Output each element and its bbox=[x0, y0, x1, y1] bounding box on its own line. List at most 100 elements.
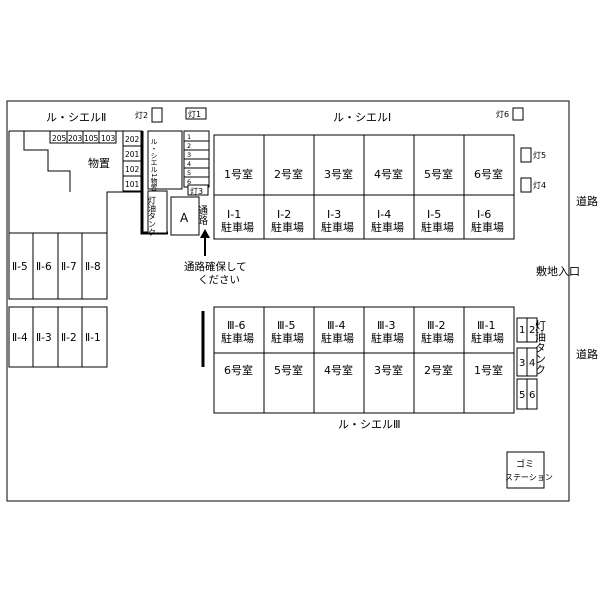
room-label: 1号室 bbox=[474, 363, 503, 377]
room-cell bbox=[263, 352, 315, 414]
room-label: 1号室 bbox=[224, 167, 253, 181]
parking-slot-a bbox=[170, 196, 200, 236]
parking-row-1: Ⅰ-1 Ⅰ-2 Ⅰ-3 Ⅰ-4 Ⅰ-5 Ⅰ-6 駐車場 駐車場 駐車場 駐車場 … bbox=[213, 194, 515, 240]
light-3-marker bbox=[187, 184, 209, 196]
passage-note-line-2: ください bbox=[198, 274, 240, 286]
light-6-marker bbox=[512, 107, 524, 121]
room-label: 6号室 bbox=[224, 363, 253, 377]
parking-id: Ⅲ-4 bbox=[327, 319, 346, 332]
parking-id: Ⅲ-5 bbox=[277, 319, 296, 332]
parking-id: Ⅱ-3 bbox=[36, 332, 52, 344]
slot-number: 2 bbox=[187, 142, 191, 150]
parking-row-2-lower: Ⅱ-4 Ⅱ-3 Ⅱ-2 Ⅱ-1 bbox=[8, 306, 108, 368]
parking-slot-a-label: A bbox=[180, 211, 189, 225]
light-1-label: 灯1 bbox=[188, 109, 201, 119]
slot-number: 1 bbox=[187, 133, 191, 141]
bike-slot-number: 5 bbox=[519, 390, 525, 401]
room-cell bbox=[463, 352, 515, 414]
room-number: 205 bbox=[52, 134, 67, 143]
passage-arrow-head bbox=[200, 229, 210, 238]
parking-id: Ⅲ-3 bbox=[377, 319, 396, 332]
cielo1-name: ル・シエルⅠ bbox=[333, 111, 391, 124]
slot-number: 5 bbox=[187, 169, 191, 177]
light-3-label: 灯3 bbox=[190, 186, 203, 196]
cielo3-name: ル・シエルⅢ bbox=[338, 418, 401, 431]
storage-label: 物置 bbox=[88, 156, 110, 170]
bike-slot bbox=[526, 378, 538, 410]
parking-id: Ⅰ-1 bbox=[227, 208, 241, 221]
parking-id: Ⅱ-5 bbox=[12, 261, 28, 273]
parking-id: Ⅰ-2 bbox=[277, 208, 291, 221]
room-cell bbox=[313, 134, 365, 196]
site-entrance-label: 敷地入口 bbox=[536, 264, 580, 278]
cielo1-rooms: 1号室 2号室 3号室 4号室 5号室 6号室 bbox=[213, 134, 515, 196]
light-1-marker bbox=[185, 107, 207, 120]
room-label: 4号室 bbox=[324, 363, 353, 377]
slot-number: 4 bbox=[187, 160, 191, 168]
room-cell bbox=[213, 134, 265, 196]
bike-slot-number: 3 bbox=[519, 358, 525, 369]
room-cell bbox=[413, 352, 465, 414]
room-number: 203 bbox=[68, 134, 83, 143]
parking-id: Ⅰ-4 bbox=[377, 208, 391, 221]
parking-label: 駐車場 bbox=[471, 331, 504, 345]
slot-number: 6 bbox=[187, 178, 191, 186]
room-label: 6号室 bbox=[474, 167, 503, 181]
kerosene-tank-right-label: 灯油タンク bbox=[534, 320, 547, 375]
cielo2-interior-line bbox=[23, 131, 71, 192]
room-cell bbox=[363, 352, 415, 414]
cielo2-room-side-column: 202 201 102 101 bbox=[122, 130, 143, 192]
room-cell bbox=[413, 134, 465, 196]
parking-label: 駐車場 bbox=[371, 331, 404, 345]
cielo1-storage-label: ル・シエル1物置 bbox=[150, 138, 158, 192]
cielo1-storage-outline bbox=[147, 130, 183, 190]
parking-id: Ⅱ-6 bbox=[36, 261, 52, 273]
room-label: 3号室 bbox=[374, 363, 403, 377]
parking-id: Ⅲ-6 bbox=[227, 319, 246, 332]
light-4-marker bbox=[520, 177, 532, 193]
room-cell bbox=[213, 352, 265, 414]
bike-slot bbox=[526, 317, 538, 343]
slot-number: 3 bbox=[187, 151, 191, 159]
garbage-station bbox=[506, 451, 545, 489]
room-cell bbox=[263, 134, 315, 196]
parking-id: Ⅲ-2 bbox=[427, 319, 446, 332]
cielo3-rooms: 6号室 5号室 4号室 3号室 2号室 1号室 bbox=[213, 352, 515, 414]
parking-row-3: Ⅲ-6 Ⅲ-5 Ⅲ-4 Ⅲ-3 Ⅲ-2 Ⅲ-1 駐車場 駐車場 駐車場 駐車場 … bbox=[213, 306, 515, 354]
garbage-station-label-line-1: ゴミ bbox=[516, 458, 534, 470]
room-number: 202 bbox=[125, 135, 140, 144]
kerosene-tank-left bbox=[147, 190, 168, 234]
parking-row-2-upper: Ⅱ-5 Ⅱ-6 Ⅱ-7 Ⅱ-8 bbox=[8, 232, 108, 300]
room-number: 102 bbox=[125, 165, 140, 174]
light-5-marker bbox=[520, 147, 532, 163]
parking-label: 駐車場 bbox=[371, 220, 404, 234]
parking-label: 駐車場 bbox=[321, 331, 354, 345]
cielo1-storage: ル・シエル1物置 1 2 3 4 5 6 bbox=[147, 130, 210, 192]
room-number: 105 bbox=[84, 134, 99, 143]
cielo2-room-top-row: 205 203 105 103 bbox=[49, 130, 117, 144]
room-label: 2号室 bbox=[424, 363, 453, 377]
room-label: 2号室 bbox=[274, 167, 303, 181]
light-4-label: 灯4 bbox=[533, 180, 546, 190]
light-6-label: 灯6 bbox=[496, 109, 509, 119]
passage-label: 通路 bbox=[196, 205, 208, 226]
road-bottom-label: 道路 bbox=[576, 347, 598, 361]
room-cell bbox=[313, 352, 365, 414]
bike-slot-number: 1 bbox=[519, 325, 525, 336]
parking-id: Ⅱ-1 bbox=[85, 332, 101, 344]
parking-id: Ⅱ-8 bbox=[85, 261, 101, 273]
room-label: 5号室 bbox=[424, 167, 453, 181]
room-label: 5号室 bbox=[274, 363, 303, 377]
room-box bbox=[98, 130, 117, 144]
room-number: 103 bbox=[101, 134, 116, 143]
passage-note-line-1: 通路確保して bbox=[184, 260, 247, 273]
room-label: 3号室 bbox=[324, 167, 353, 181]
parking-label: 駐車場 bbox=[421, 220, 454, 234]
parking-label: 駐車場 bbox=[321, 220, 354, 234]
room-label: 4号室 bbox=[374, 167, 403, 181]
parking-id: Ⅱ-7 bbox=[61, 261, 77, 273]
bike-slots: 1 2 3 4 5 6 bbox=[516, 317, 538, 410]
parking-label: 駐車場 bbox=[221, 220, 254, 234]
parking-id: Ⅰ-3 bbox=[327, 208, 341, 221]
room-cell bbox=[463, 134, 515, 196]
